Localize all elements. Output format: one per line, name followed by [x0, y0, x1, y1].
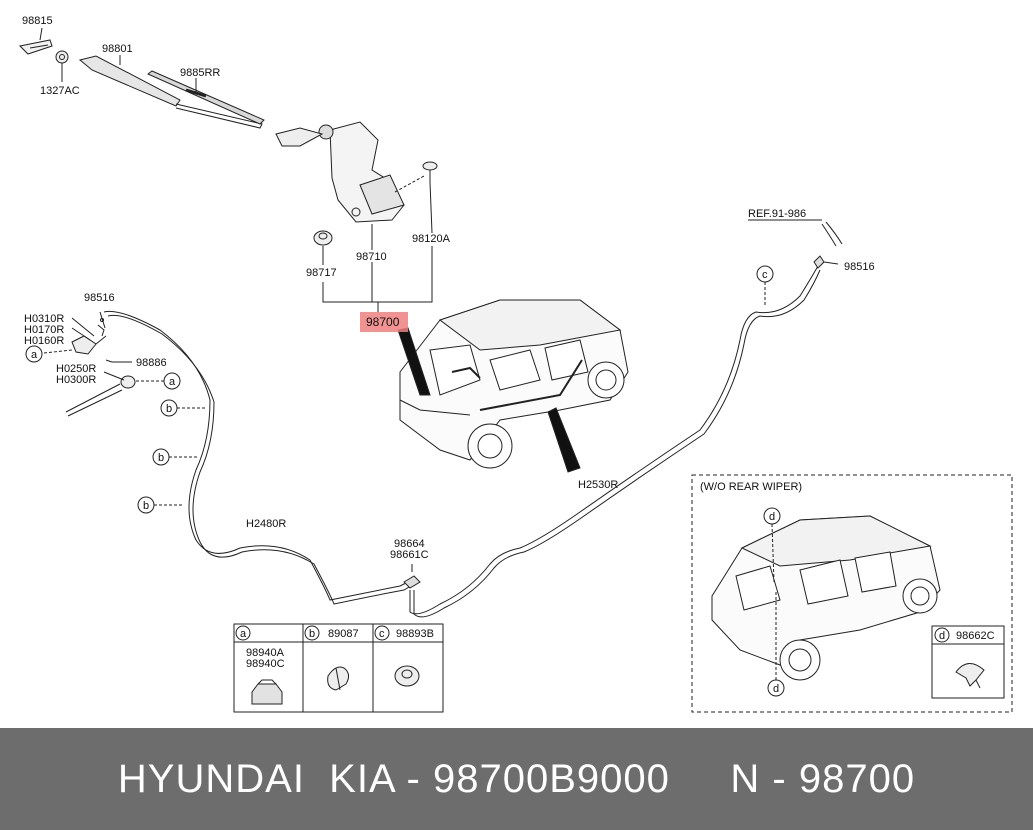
- callouts: a a b b b c d d d a b c: [25, 265, 950, 697]
- callout-b-table: b: [304, 625, 320, 641]
- svg-text:b: b: [166, 403, 172, 415]
- wiper-cap-98815: [18, 27, 53, 55]
- legend-a-part-2: 98940C: [246, 658, 285, 670]
- label-wo-rear-wiper: (W/O REAR WIPER): [700, 481, 802, 493]
- wiper-motor-98710: [275, 121, 405, 250]
- callout-a-left: a: [25, 345, 43, 363]
- callout-d-box: d: [934, 627, 950, 643]
- label-H0160R: H0160R: [24, 335, 64, 347]
- hose-fitting-H0250R: [65, 371, 136, 417]
- label-98717: 98717: [306, 267, 337, 279]
- highlight-98700: [360, 312, 408, 332]
- part-number-footer: HYUNDAI KIA - 98700B9000 N - 98700: [0, 728, 1033, 830]
- callout-d-bottom: d: [767, 679, 785, 697]
- svg-text:d: d: [939, 630, 945, 642]
- label-H2480R: H2480R: [246, 518, 286, 530]
- label-98710: 98710: [356, 251, 387, 263]
- label-9885RR: 9885RR: [180, 67, 220, 79]
- label-H0300R: H0300R: [56, 374, 96, 386]
- legend-table: [233, 623, 444, 713]
- legend-b-part: 89087: [328, 628, 359, 640]
- label-H0170R: H0170R: [24, 324, 64, 336]
- label-98700: 98700: [366, 315, 400, 329]
- leader-hose-to-car: [547, 407, 581, 473]
- grommet-98886: [105, 359, 132, 363]
- callout-a-table: a: [235, 625, 251, 641]
- wiper-arm-98801: [78, 55, 263, 129]
- label-98516-left: 98516: [84, 292, 115, 304]
- legend-a-part-1: 98940A: [246, 647, 285, 659]
- label-ref: REF.91-986: [748, 208, 806, 220]
- svg-text:d: d: [769, 511, 775, 523]
- hose-connector-98661C: [403, 564, 421, 589]
- label-98815: 98815: [22, 15, 53, 27]
- legend-labels: 98940A 98940C 89087 98893B: [246, 628, 434, 670]
- grommet-98717: [313, 230, 333, 265]
- label-98662C: 98662C: [956, 630, 995, 642]
- svg-text:c: c: [379, 628, 385, 640]
- label-H2530R: H2530R: [578, 479, 618, 491]
- footer-text: HYUNDAI KIA - 98700B9000 N - 98700: [117, 756, 916, 801]
- label-H0250R: H0250R: [56, 363, 96, 375]
- svg-text:c: c: [762, 269, 768, 281]
- label-H0310R: H0310R: [24, 313, 64, 325]
- callout-c-table: c: [374, 625, 390, 641]
- bolt-98120A: [394, 161, 438, 234]
- callout-b-3: b: [137, 496, 155, 514]
- wiper-blade-9885RR: [147, 70, 265, 125]
- svg-text:b: b: [158, 452, 164, 464]
- label-1327AC: 1327AC: [40, 85, 80, 97]
- wo-rear-wiper-panel: [691, 474, 1013, 713]
- label-98886: 98886: [136, 357, 167, 369]
- callout-b-1: b: [160, 399, 178, 417]
- svg-text:d: d: [773, 683, 779, 695]
- label-98120A: 98120A: [412, 233, 451, 245]
- parts-diagram: 98815 1327AC 98801 9885RR 98710 98717 98…: [18, 15, 1013, 713]
- label-98801: 98801: [102, 43, 133, 55]
- part-labels: 98815 1327AC 98801 9885RR 98710 98717 98…: [22, 15, 995, 642]
- svg-text:a: a: [31, 349, 38, 361]
- svg-text:b: b: [143, 500, 149, 512]
- label-98516-right: 98516: [844, 261, 875, 273]
- car-illustration: [399, 299, 629, 469]
- washer-nozzle-right-98516: [748, 219, 843, 269]
- label-98661C: 98661C: [390, 549, 429, 561]
- label-98664: 98664: [394, 538, 425, 550]
- svg-text:a: a: [169, 376, 176, 388]
- wiper-nut-1327AC: [55, 50, 69, 82]
- svg-text:a: a: [240, 628, 247, 640]
- washer-nozzle-98516: [97, 311, 106, 337]
- svg-text:b: b: [309, 628, 315, 640]
- callout-a-right: a: [163, 372, 181, 390]
- callout-c: c: [756, 265, 774, 283]
- nozzle-clip-assembly: [71, 317, 107, 355]
- washer-hose-H2480R: [103, 310, 413, 601]
- legend-c-part: 98893B: [396, 628, 434, 640]
- callout-b-2: b: [152, 448, 170, 466]
- washer-hose-H2530R: [409, 265, 819, 615]
- callout-d-top: d: [763, 507, 781, 525]
